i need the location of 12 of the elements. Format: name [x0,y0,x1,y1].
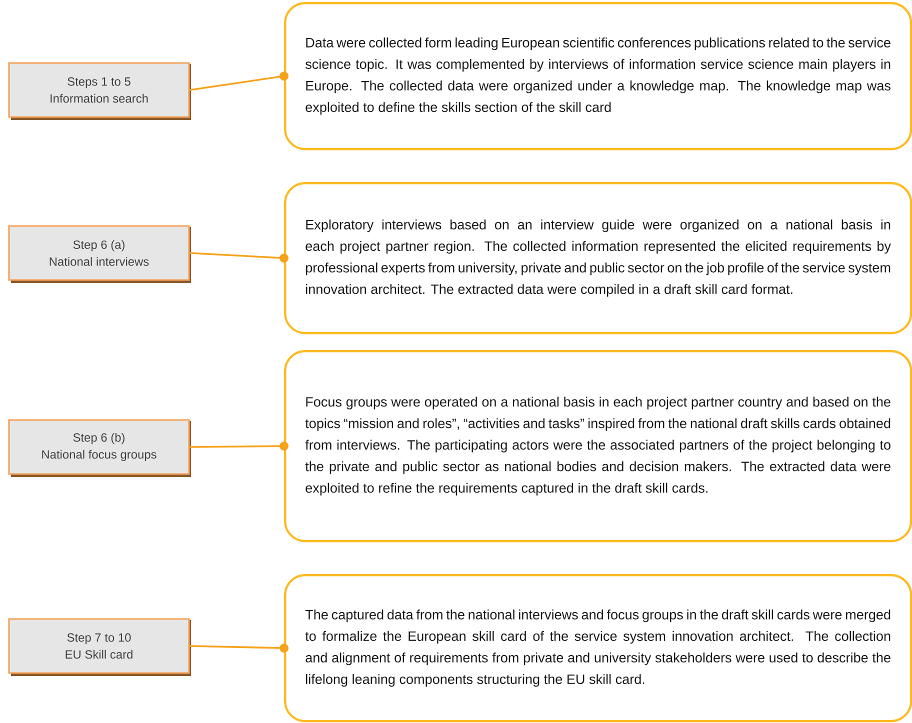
step-box: Step 7 to 10 EU Skill card [8,618,191,676]
description-box: Focus groups were operated on a national basis in each project partner country and based on the topics “mission and roles”, “activities and tasks” inspired from the national draft skills cards obtained from interviews. The participating actors were the associated partners of the project belonging to the private and public sector as national bodies and decision makers. The extracted data were exploited to refine the requirements captured in the draft skill cards. [284,350,912,542]
connector [190,442,288,451]
step-box: Step 6 (b) National focus groups [8,419,191,477]
step-box: Step 6 (a) National interviews [8,225,191,283]
connector [190,72,288,91]
connector [190,252,288,263]
step-box: Steps 1 to 5 Information search [8,62,191,120]
description-box: The captured data from the national interviews and focus groups in the draft skill cards were merged to formalize the European skill card of the service system innovation architect. The collection and alignment of requirements from private and university stakeholders were used to describe the lifelong leaning components structuring the EU skill card. [284,574,912,722]
description-box: Data were collected form leading European scientific conferences publications related to the service science topic. It was complemented by interviews of information service science main players in Europe. The collected data were organized under a knowledge map. The knowledge map was exploited to define the skills section of the skill card [284,2,912,150]
description-box: Exploratory interviews based on an interview guide were organized on a national basis in each project partner region. The collected information represented the elicited requirements by professional experts from university, private and public sector on the job profile of the service system innovation architect. The extracted data were compiled in a draft skill card format. [284,182,912,334]
connector [190,644,288,653]
